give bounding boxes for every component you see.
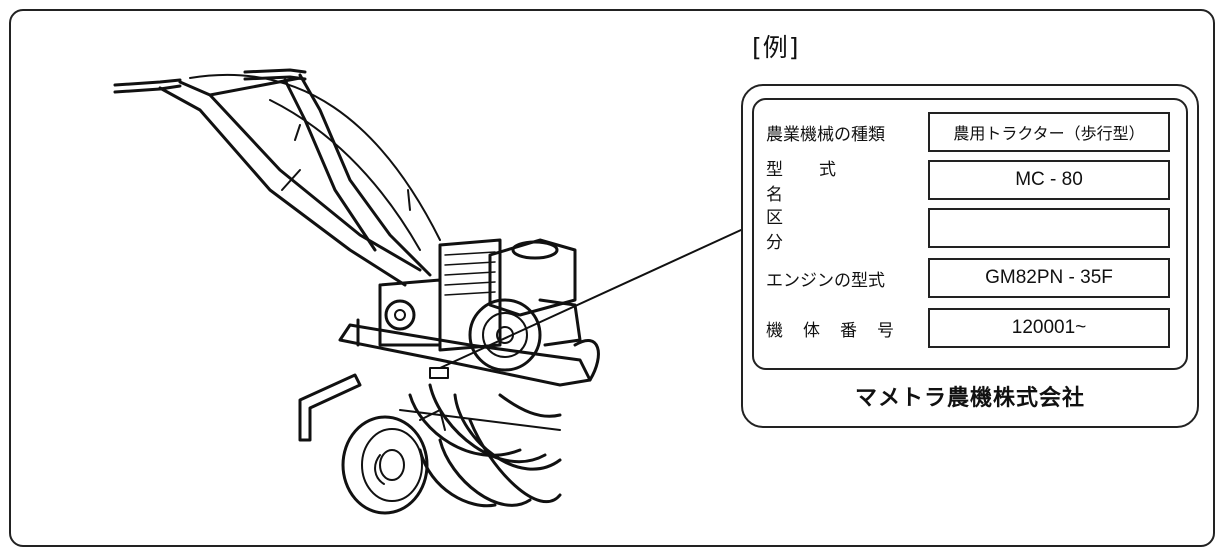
nameplate-row-category: 区分 — [766, 208, 1178, 253]
example-tag: [例] — [752, 33, 800, 62]
nameplate-row-serial: 機体番号 120001~ — [766, 308, 1178, 348]
row-label: 型式名 — [766, 160, 872, 205]
row-label: 農業機械の種類 — [766, 124, 885, 145]
row-label: 区分 — [766, 208, 891, 253]
nameplate-row-engine: エンジンの型式 GM82PN - 35F — [766, 258, 1178, 298]
nameplate-table — [752, 98, 1188, 370]
nameplate-row-model: 型式名 MC - 80 — [766, 160, 1178, 205]
row-value: GM82PN - 35F — [928, 258, 1170, 298]
nameplate-row-type: 農業機械の種類 農用トラクター（歩行型） — [766, 112, 1178, 152]
maker-name: マメトラ農機株式会社 — [854, 386, 1085, 411]
nameplate — [741, 84, 1199, 428]
row-label: エンジンの型式 — [766, 270, 885, 291]
row-value — [928, 208, 1170, 248]
row-label: 機体番号 — [766, 320, 914, 341]
row-value: 農用トラクター（歩行型） — [928, 112, 1170, 152]
row-value: MC - 80 — [928, 160, 1170, 200]
row-value: 120001~ — [928, 308, 1170, 348]
outer-frame — [9, 9, 1215, 547]
